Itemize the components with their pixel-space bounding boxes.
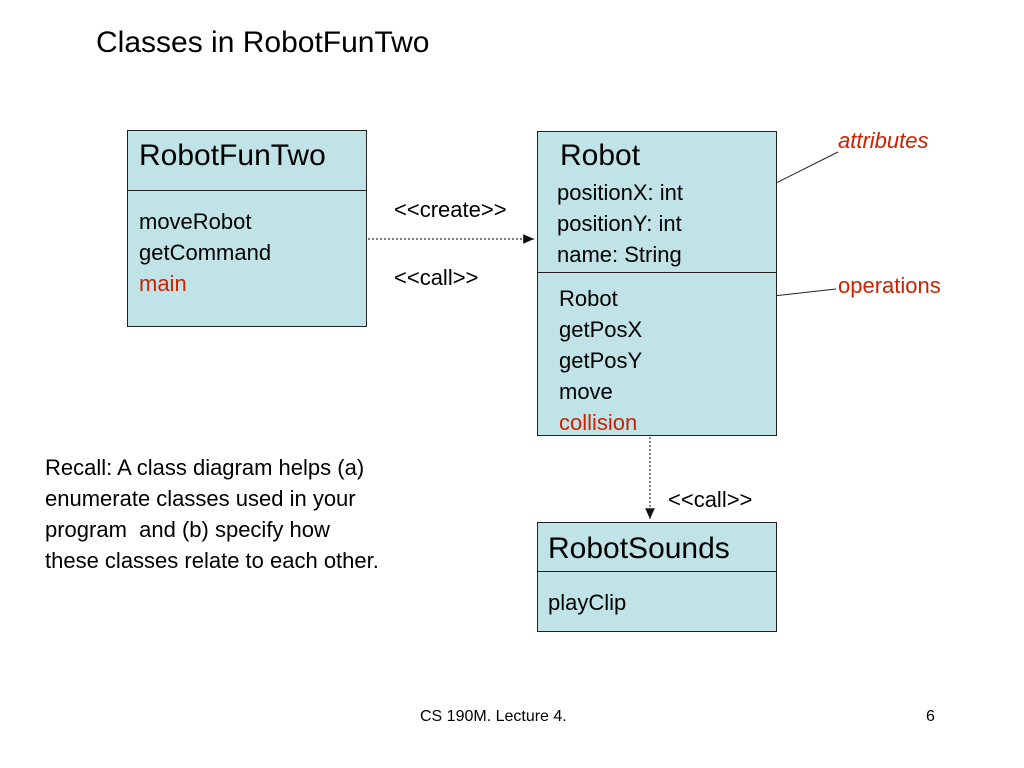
- class-name-robotfuntwo: RobotFunTwo: [139, 139, 326, 172]
- page-number: 6: [926, 708, 935, 725]
- class-robot: Robot positionX: int positionY: int name…: [537, 131, 777, 436]
- operations-list-robot: Robot getPosX getPosY move collision: [559, 283, 642, 438]
- class-robotsounds: RobotSounds playClip: [537, 522, 777, 632]
- class-robotfuntwo: RobotFunTwo moveRobot getCommand main: [127, 130, 367, 327]
- class-divider: [538, 272, 776, 273]
- recall-line: enumerate classes used in your: [45, 486, 356, 511]
- call-relation-label: <<call>>: [394, 265, 479, 290]
- class-divider: [538, 571, 776, 572]
- recall-note: Recall: A class diagram helps (a) enumer…: [45, 452, 379, 576]
- attributes-annotation: attributes: [838, 128, 929, 153]
- operation-collision: collision: [559, 410, 638, 435]
- slide-title: Classes in RobotFunTwo: [96, 26, 430, 59]
- recall-line: Recall: A class diagram helps (a): [45, 455, 365, 480]
- attribute-positiony: positionY: int: [557, 211, 682, 236]
- attribute-positionx: positionX: int: [557, 180, 683, 205]
- class-name-robotsounds: RobotSounds: [548, 532, 730, 565]
- operation-playclip: playClip: [548, 590, 627, 615]
- operation-main: main: [139, 271, 187, 296]
- class-name-robot: Robot: [560, 139, 641, 172]
- attribute-name: name: String: [557, 242, 682, 267]
- class-divider: [128, 190, 366, 191]
- operation-getposy: getPosY: [559, 348, 643, 373]
- recall-line: program and (b) specify how: [45, 517, 330, 542]
- call-relation-label-2: <<call>>: [668, 487, 753, 512]
- operation-move: move: [559, 379, 613, 404]
- operations-list-robotfuntwo: moveRobot getCommand main: [139, 206, 271, 299]
- operation-robot: Robot: [559, 286, 618, 311]
- operation-moverobot: moveRobot: [139, 209, 252, 234]
- recall-line: these classes relate to each other.: [45, 548, 379, 573]
- create-relation-label: <<create>>: [394, 197, 507, 222]
- operation-getcommand: getCommand: [139, 240, 272, 265]
- operations-annotation: operations: [838, 273, 941, 298]
- attributes-list-robot: positionX: int positionY: int name: Stri…: [557, 177, 683, 270]
- operation-getposx: getPosX: [559, 317, 643, 342]
- operations-list-robotsounds: playClip: [548, 587, 626, 618]
- slide-footer: CS 190M. Lecture 4.: [420, 708, 567, 725]
